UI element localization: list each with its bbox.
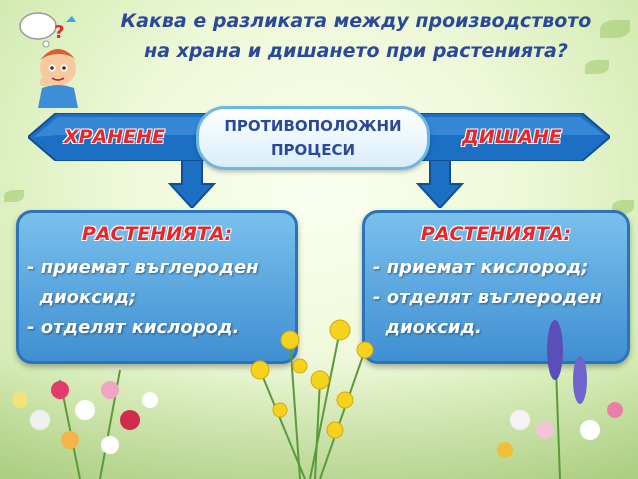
down-arrow-left-icon xyxy=(168,160,216,208)
right-arrow-shape xyxy=(420,113,610,161)
title-line-2: на храна и дишането при растенията? xyxy=(144,40,568,62)
breathing-box: РАСТЕНИЯТА: - приемат кислород; - отделя… xyxy=(362,210,630,364)
feeding-line-1: - приемат въглероден xyxy=(27,257,259,278)
feeding-box: РАСТЕНИЯТА: - приемат въглероден диоксид… xyxy=(16,210,298,364)
breathing-line-2: - отделят въглероден xyxy=(373,287,602,308)
breathing-box-title: РАСТЕНИЯТА: xyxy=(420,223,572,245)
opposite-processes-pill: ПРОТИВОПОЛОЖНИ ПРОЦЕСИ xyxy=(196,106,430,170)
flowers-decoration xyxy=(12,319,623,479)
title-line-1: Каква е разликата между производството xyxy=(120,10,592,32)
leaf-decoration xyxy=(585,60,609,74)
left-arrow-shape xyxy=(28,113,214,161)
breathing-line-3: диоксид. xyxy=(373,317,482,338)
right-arrow-label: ДИШАНЕ xyxy=(462,126,562,148)
thinking-boy-icon: ? xyxy=(19,12,78,108)
leaf-decoration xyxy=(4,190,24,202)
center-line-1: ПРОТИВОПОЛОЖНИ xyxy=(224,117,402,135)
center-line-2: ПРОЦЕСИ xyxy=(270,141,356,159)
svg-text:?: ? xyxy=(54,22,64,43)
breathing-line-1: - приемат кислород; xyxy=(373,257,589,278)
feeding-box-title: РАСТЕНИЯТА: xyxy=(81,223,233,245)
feeding-line-2: диоксид; xyxy=(27,287,137,308)
feeding-line-3: - отделят кислород. xyxy=(27,317,240,338)
leaf-decoration xyxy=(600,20,630,38)
left-arrow-label: ХРАНЕНЕ xyxy=(64,126,166,148)
down-arrow-right-icon xyxy=(416,160,464,208)
